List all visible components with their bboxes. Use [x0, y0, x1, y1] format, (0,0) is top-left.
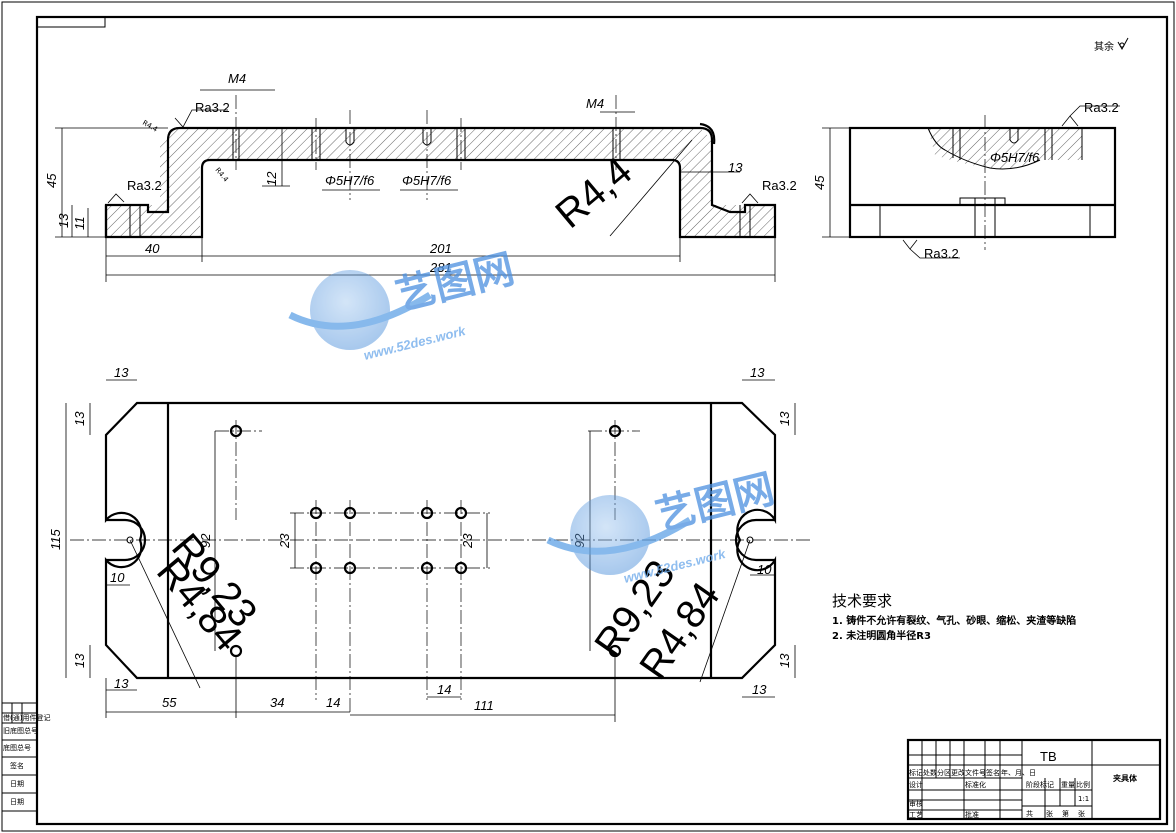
svg-text:Ra3.2: Ra3.2	[1084, 100, 1119, 115]
title-block: TB 夹具体 标记 处数 分区 更改文件号 签名 年、月、日 设计 标准化 审核…	[906, 738, 1162, 821]
svg-text:M4: M4	[228, 71, 246, 86]
svg-text:13: 13	[114, 365, 129, 380]
top-view	[70, 401, 810, 715]
svg-text:10: 10	[110, 570, 125, 585]
svg-text:艺图网: 艺图网	[391, 246, 519, 320]
svg-text:13: 13	[114, 676, 129, 691]
svg-text:处数: 处数	[923, 768, 937, 777]
svg-text:11: 11	[72, 217, 87, 231]
svg-text:13: 13	[777, 411, 792, 426]
svg-text:日期: 日期	[10, 798, 24, 806]
svg-text:阶段标记: 阶段标记	[1026, 780, 1054, 789]
svg-text:Ra3.2: Ra3.2	[127, 178, 162, 193]
svg-text:艺图网: 艺图网	[651, 466, 779, 540]
svg-text:Φ5H7/f6: Φ5H7/f6	[990, 150, 1040, 165]
svg-text:张: 张	[1078, 809, 1085, 818]
svg-text:14: 14	[437, 682, 451, 697]
svg-text:13: 13	[752, 682, 767, 697]
svg-text:13: 13	[72, 653, 87, 668]
svg-text:Ra3.2: Ra3.2	[195, 100, 230, 115]
svg-text:夹具体: 夹具体	[1113, 773, 1138, 783]
svg-text:分区: 分区	[937, 768, 951, 777]
svg-text:34: 34	[270, 695, 284, 710]
svg-text:55: 55	[162, 695, 177, 710]
top-view-dimensions: 13 13 13 13 13 13 13 13 115 92 23 23 92 …	[48, 365, 796, 722]
technical-requirements: 技术要求 1. 铸件不允许有裂纹、气孔、砂眼、缩松、夹渣等缺陷 2. 未注明圆角…	[832, 592, 1076, 642]
svg-text:旧底图总号: 旧底图总号	[3, 726, 38, 735]
svg-text:45: 45	[812, 175, 827, 190]
svg-text:115: 115	[48, 529, 63, 550]
left-registration-strip: 借(通)用件登记 旧底图总号 底图总号 签名 日期 日期	[1, 702, 50, 812]
svg-text:批准: 批准	[965, 810, 979, 819]
watermark-middle: 艺图网 www.52des.work	[546, 466, 779, 586]
svg-text:技术要求: 技术要求	[832, 592, 892, 610]
svg-text:13: 13	[72, 411, 87, 426]
svg-text:10: 10	[757, 562, 772, 577]
svg-text:13: 13	[56, 213, 71, 228]
svg-text:23: 23	[460, 533, 475, 549]
svg-text:1. 铸件不允许有裂纹、气孔、砂眼、缩松、夹渣等缺陷: 1. 铸件不允许有裂纹、气孔、砂眼、缩松、夹渣等缺陷	[832, 614, 1076, 627]
svg-text:281: 281	[429, 260, 452, 275]
svg-text:201: 201	[429, 241, 452, 256]
svg-text:比例: 比例	[1076, 780, 1090, 789]
svg-text:其余: 其余	[1094, 40, 1114, 53]
svg-text:签名: 签名	[986, 768, 1000, 777]
svg-text:R4.4: R4.4	[141, 119, 159, 134]
svg-text:工艺: 工艺	[909, 811, 923, 819]
svg-text:审核: 审核	[909, 799, 923, 808]
svg-text:Ra3.2: Ra3.2	[924, 246, 959, 261]
svg-text:111: 111	[474, 698, 494, 713]
svg-text:TB: TB	[1040, 749, 1057, 764]
watermark-top: 艺图网 www.52des.work	[288, 246, 519, 363]
svg-text:13: 13	[777, 653, 792, 668]
svg-text:92: 92	[198, 533, 213, 548]
svg-text:重量: 重量	[1061, 781, 1075, 789]
side-view: 45 Ra3.2 Ra3.2 Φ5H7/f6	[812, 100, 1120, 261]
svg-text:第: 第	[1062, 809, 1069, 818]
svg-text:日期: 日期	[10, 780, 24, 788]
svg-text:13: 13	[750, 365, 765, 380]
svg-text:45: 45	[44, 173, 59, 188]
front-section-view	[104, 95, 777, 239]
surface-finish-note: 其余	[1094, 37, 1129, 53]
svg-text:年、月、日: 年、月、日	[1001, 768, 1036, 777]
svg-text:底图总号: 底图总号	[3, 743, 31, 752]
svg-text:1:1: 1:1	[1078, 795, 1089, 803]
svg-text:Φ5H7/f6: Φ5H7/f6	[402, 173, 452, 188]
svg-text:12: 12	[264, 171, 279, 186]
svg-text:共: 共	[1026, 809, 1033, 818]
svg-text:40: 40	[145, 241, 160, 256]
svg-text:Ra3.2: Ra3.2	[762, 178, 797, 193]
svg-text:M4: M4	[586, 96, 604, 111]
svg-text:张: 张	[1046, 809, 1053, 818]
svg-text:14: 14	[326, 695, 340, 710]
svg-text:更改文件号: 更改文件号	[951, 768, 986, 777]
svg-text:签名: 签名	[10, 761, 24, 770]
svg-text:标准化: 标准化	[965, 780, 986, 789]
svg-text:13: 13	[728, 160, 743, 175]
svg-text:23: 23	[277, 533, 292, 549]
svg-text:设计: 设计	[909, 780, 923, 789]
svg-text:借(通)用件登记: 借(通)用件登记	[3, 713, 50, 722]
svg-text:Φ5H7/f6: Φ5H7/f6	[325, 173, 375, 188]
svg-text:2. 未注明圆角半径R3: 2. 未注明圆角半径R3	[832, 629, 931, 642]
svg-text:标记: 标记	[909, 768, 923, 777]
